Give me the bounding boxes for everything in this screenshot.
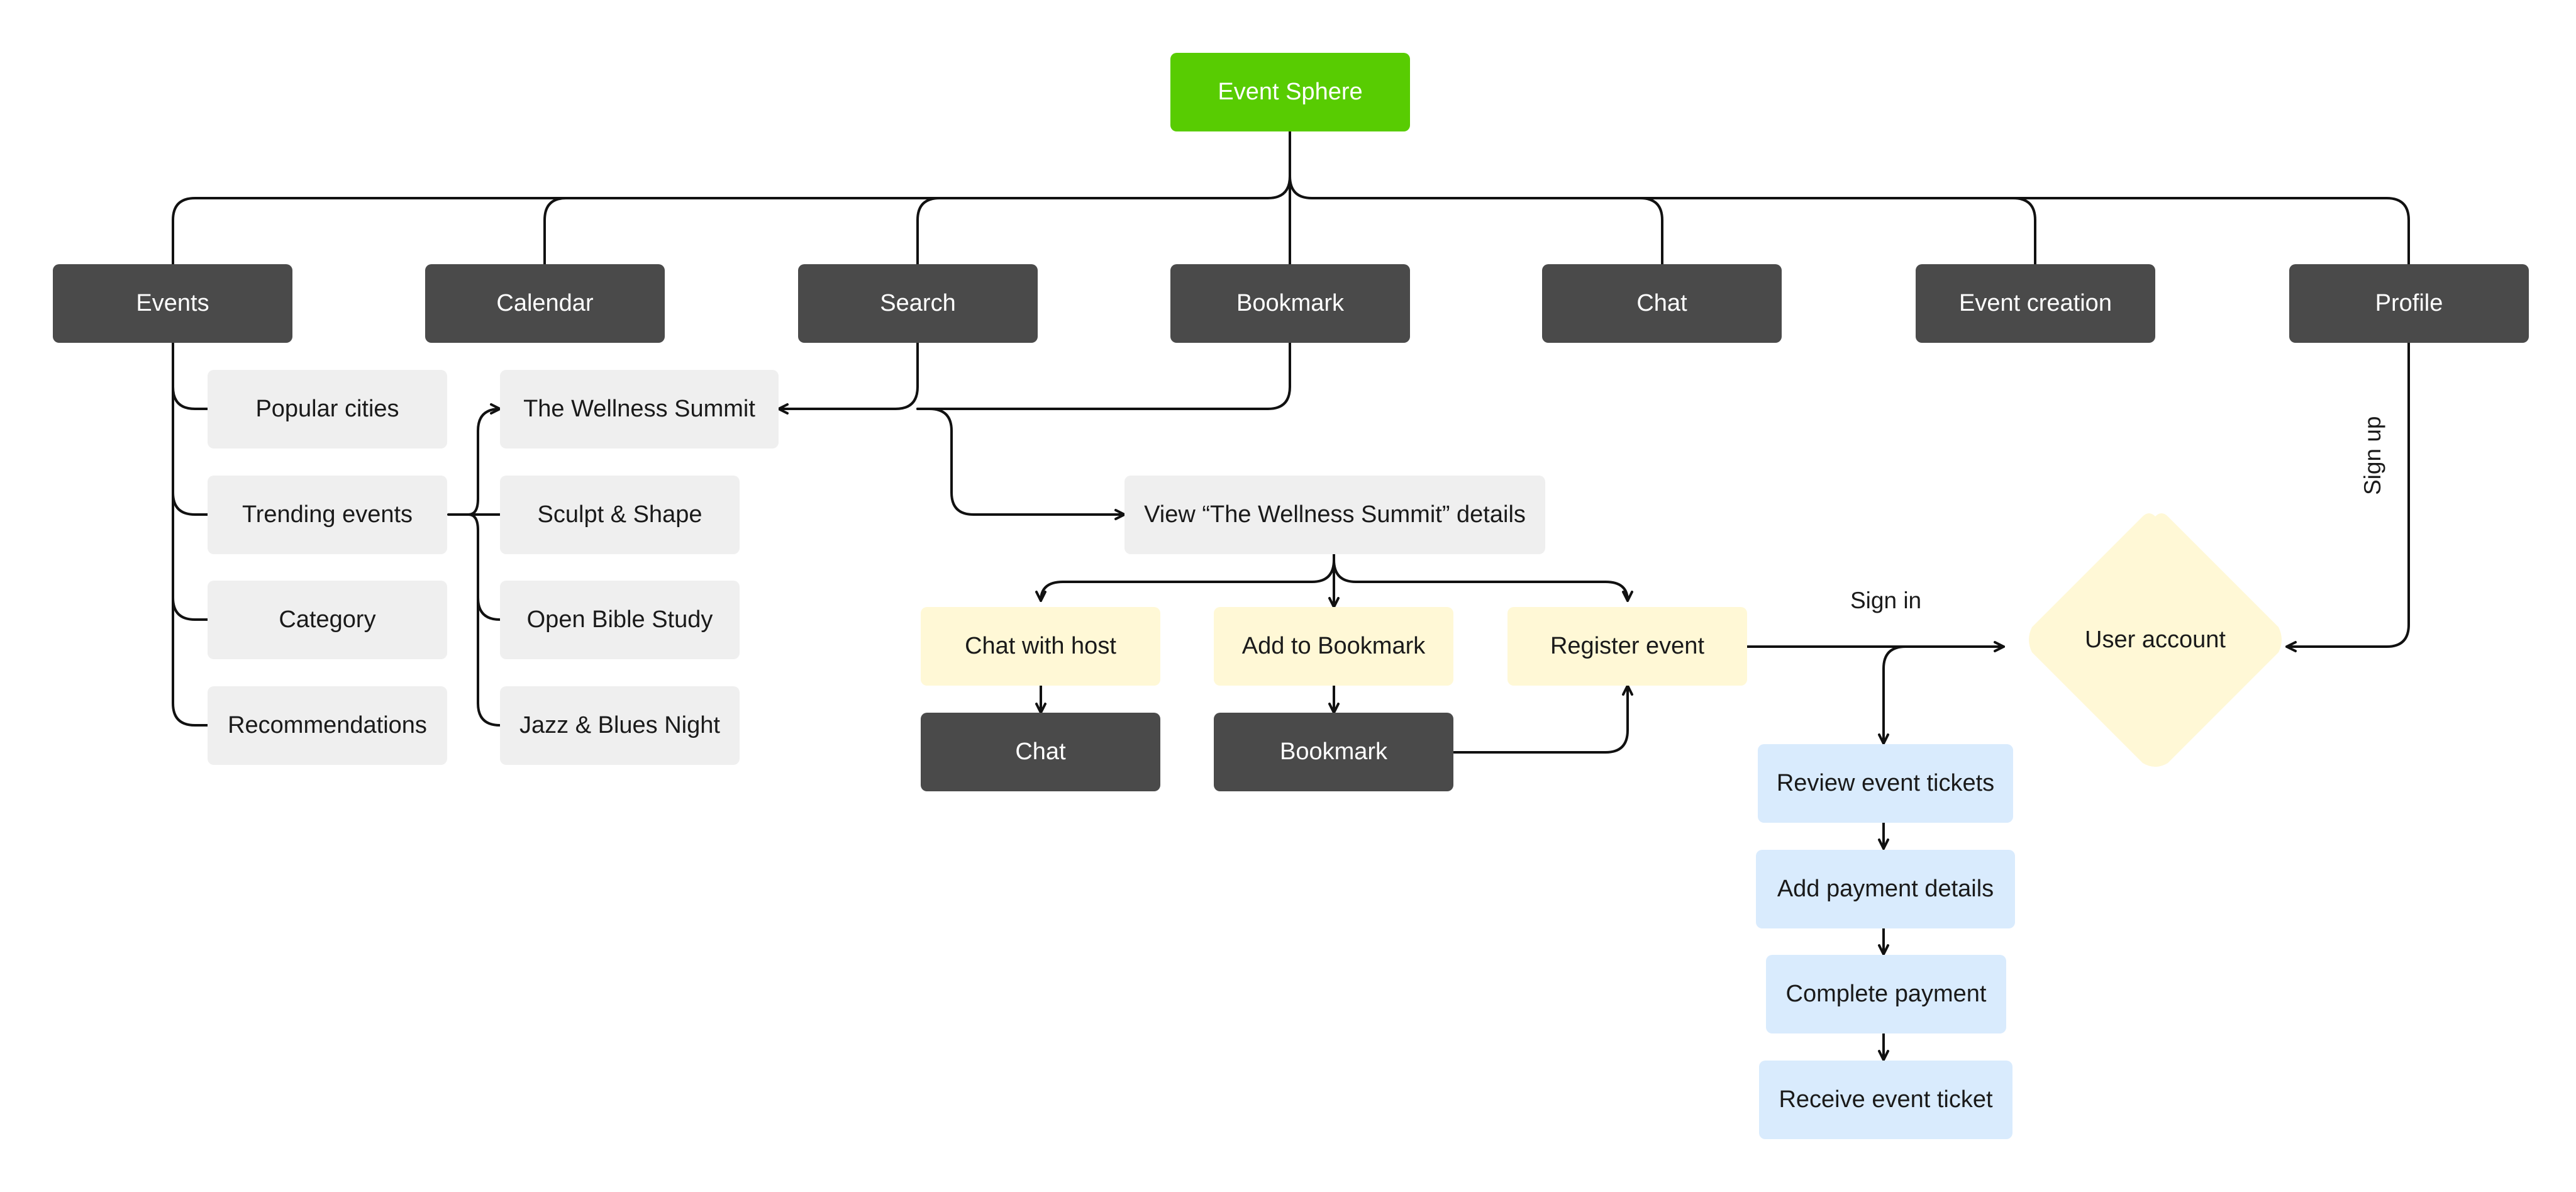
node-trending-events: Trending events: [208, 476, 447, 554]
node-calendar: Calendar: [425, 264, 665, 343]
node-popular-cities: Popular cities: [208, 370, 447, 448]
node-bookmark-target: Bookmark: [1214, 713, 1453, 791]
edge-search-wellness: [777, 342, 919, 415]
node-search: Search: [798, 264, 1038, 343]
node-sculpt-shape: Sculpt & Shape: [500, 476, 740, 554]
node-event-creation: Event creation: [1916, 264, 2155, 343]
node-add-payment-details: Add payment details: [1756, 850, 2015, 928]
edge-events-children: [172, 342, 209, 727]
label-sign-up: Sign up: [2360, 416, 2385, 496]
edge-trending-jazz: [467, 513, 501, 727]
edge-root-event-creation: [2012, 197, 2036, 265]
node-user-account: User account: [2028, 513, 2282, 767]
edge-trending-bible: [477, 596, 501, 621]
node-open-bible-study: Open Bible Study: [500, 581, 740, 659]
node-recommendations: Recommendations: [208, 686, 447, 765]
node-register-event: Register event: [1507, 607, 1747, 686]
node-chat-with-host: Chat with host: [921, 607, 1160, 686]
node-complete-payment: Complete payment: [1766, 955, 2006, 1033]
decision-diamond-shape: [2029, 513, 2282, 767]
edge-events-popular: [172, 386, 209, 410]
node-category: Category: [208, 581, 447, 659]
edge-events-trending: [172, 491, 209, 516]
edge-root-bus-right: [1289, 175, 2410, 265]
edge-profile-account: [2285, 333, 2414, 652]
user-account-label: User account: [2085, 626, 2226, 653]
label-sign-in: Sign in: [1850, 588, 1922, 613]
node-wellness-summit: The Wellness Summit: [500, 370, 779, 448]
edge-root-bus: [172, 130, 1291, 265]
node-bookmark: Bookmark: [1170, 264, 1410, 343]
edge-account-review: [1878, 645, 1907, 745]
node-view-details: View “The Wellness Summit” details: [1124, 476, 1545, 554]
edge-trending-wellness: [467, 403, 501, 516]
edge-events-category: [172, 596, 209, 621]
edge-bookmark-register: [1453, 684, 1633, 754]
edge-details-actions: [1035, 552, 1335, 602]
node-jazz-blues-night: Jazz & Blues Night: [500, 686, 740, 765]
node-review-event-tickets: Review event tickets: [1758, 744, 2013, 823]
edge-root-search: [916, 197, 941, 265]
node-events: Events: [53, 264, 292, 343]
node-receive-event-ticket: Receive event ticket: [1759, 1061, 2012, 1139]
node-event-sphere: Event Sphere: [1170, 53, 1410, 131]
edge-bookmark-wellness: [916, 342, 1291, 410]
node-add-to-bookmark: Add to Bookmark: [1214, 607, 1453, 686]
edge-root-calendar: [543, 197, 567, 265]
edge-root-chat: [1639, 197, 1663, 265]
node-chat-target: Chat: [921, 713, 1160, 791]
node-chat: Chat: [1542, 264, 1782, 343]
edge-details-register: [1333, 559, 1633, 602]
edge-wellness-details: [916, 408, 1126, 520]
node-profile: Profile: [2289, 264, 2529, 343]
